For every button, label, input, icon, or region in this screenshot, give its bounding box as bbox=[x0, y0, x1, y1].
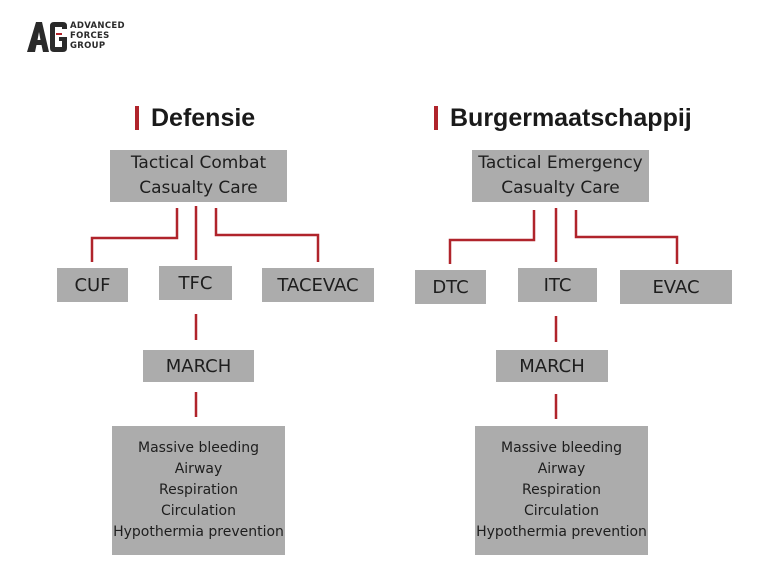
node-cuf: CUF bbox=[57, 268, 128, 302]
connector-right-evac bbox=[574, 210, 679, 264]
node-tfc-label: TFC bbox=[178, 272, 213, 294]
node-dtc-label: DTC bbox=[432, 276, 469, 298]
node-march-list-right: Massive bleeding Airway Respiration Circ… bbox=[475, 426, 648, 555]
connector-right-dtc bbox=[448, 210, 536, 264]
node-evac-label: EVAC bbox=[652, 276, 700, 298]
logo-line-2: FORCES bbox=[70, 31, 110, 41]
node-march-right-label: MARCH bbox=[519, 355, 585, 377]
connector-left-cuf bbox=[90, 208, 179, 262]
node-itc: ITC bbox=[518, 268, 597, 302]
list-right-item-5: Hypothermia prevention bbox=[476, 524, 647, 540]
connector-left-tacevac bbox=[214, 208, 320, 262]
list-left-item-5: Hypothermia prevention bbox=[113, 524, 284, 540]
heading-defensie: Defensie bbox=[135, 102, 255, 134]
node-root-left-line-1: Tactical Combat bbox=[130, 153, 267, 173]
heading-burgermaatschappij-text: Burgermaatschappij bbox=[450, 104, 692, 132]
node-tactical-emergency-casualty-care: Tactical Emergency Casualty Care bbox=[472, 150, 649, 202]
logo-line-3: GROUP bbox=[70, 41, 106, 51]
node-march-left: MARCH bbox=[143, 350, 254, 382]
node-tacevac: TACEVAC bbox=[262, 268, 374, 302]
node-root-left-line-2: Casualty Care bbox=[139, 178, 258, 198]
heading-accent-bar bbox=[135, 106, 139, 130]
node-cuf-label: CUF bbox=[74, 274, 111, 296]
node-march-left-label: MARCH bbox=[165, 355, 232, 377]
list-right-item-2: Airway bbox=[537, 461, 586, 477]
heading-defensie-text: Defensie bbox=[151, 104, 256, 132]
node-dtc: DTC bbox=[415, 270, 486, 304]
ag-logo-icon bbox=[27, 22, 67, 52]
list-left-item-1: Massive bleeding bbox=[137, 440, 260, 456]
list-left-item-2: Airway bbox=[174, 461, 223, 477]
list-right-item-1: Massive bleeding bbox=[500, 440, 623, 456]
node-root-right-line-2: Casualty Care bbox=[501, 178, 620, 198]
list-right-item-3: Respiration bbox=[522, 482, 601, 498]
node-itc-label: ITC bbox=[543, 274, 572, 296]
logo-text: ADVANCED FORCES GROUP bbox=[70, 21, 125, 51]
node-tfc: TFC bbox=[159, 266, 232, 300]
node-march-right: MARCH bbox=[496, 350, 608, 382]
list-left-item-3: Respiration bbox=[159, 482, 238, 498]
heading-accent-bar bbox=[434, 106, 438, 130]
node-tactical-combat-casualty-care: Tactical Combat Casualty Care bbox=[110, 150, 287, 202]
list-left-item-4: Circulation bbox=[161, 503, 236, 519]
node-tacevac-label: TACEVAC bbox=[277, 274, 359, 296]
node-evac: EVAC bbox=[620, 270, 732, 304]
list-right-item-4: Circulation bbox=[524, 503, 599, 519]
node-march-list-left: Massive bleeding Airway Respiration Circ… bbox=[112, 426, 285, 555]
logo-line-1: ADVANCED bbox=[70, 21, 125, 31]
heading-burgermaatschappij: Burgermaatschappij bbox=[434, 102, 692, 134]
node-root-right-line-1: Tactical Emergency bbox=[478, 153, 643, 173]
